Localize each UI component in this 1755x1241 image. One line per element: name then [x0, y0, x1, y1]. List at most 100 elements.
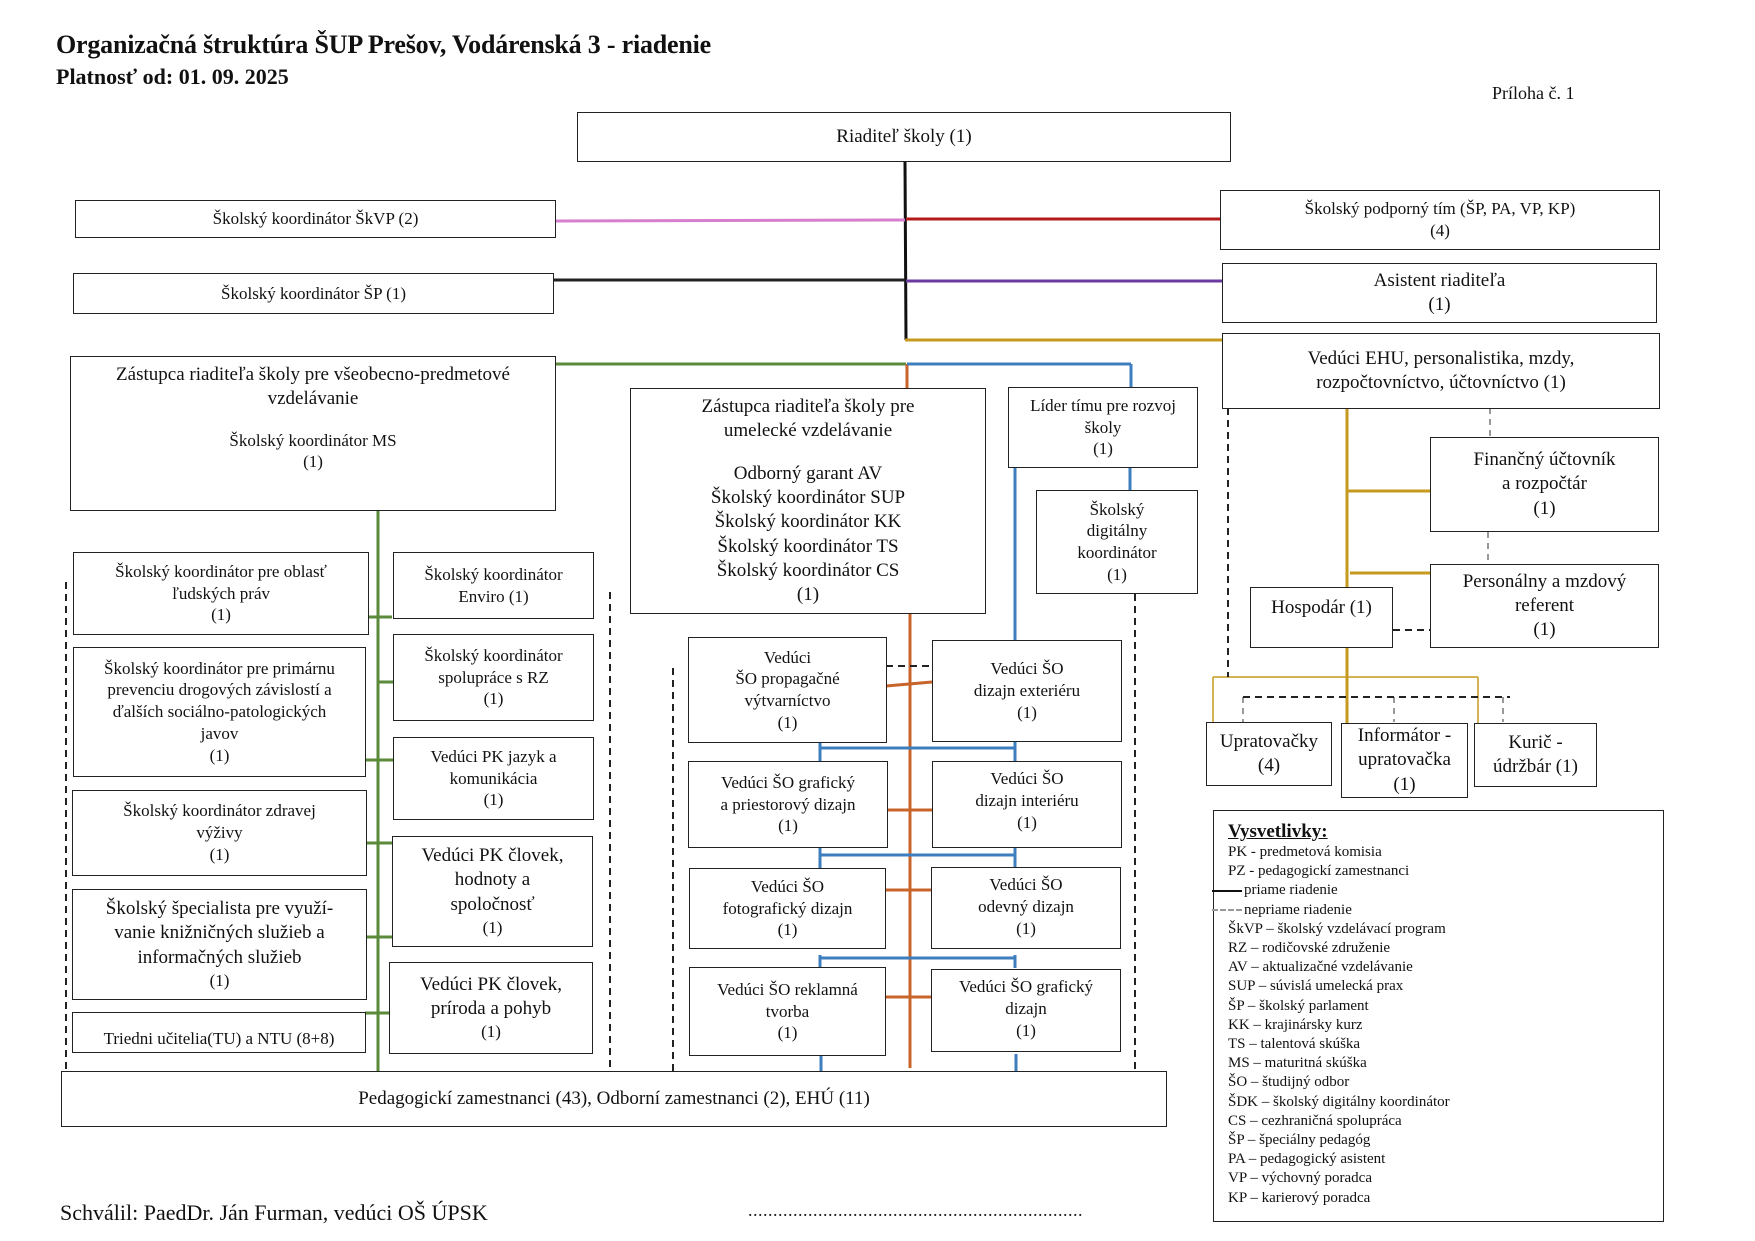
node-count: (1) [209, 745, 230, 765]
node-count: (1) [303, 452, 323, 472]
node-label: koordinátor [1077, 543, 1157, 562]
node-label: Školský špecialista pre využí- [105, 898, 334, 920]
legend-item: PZ - pedagogickí zamestnanci [1228, 863, 1410, 880]
node-art-dept: Vedúci ŠO dizajn interiéru (1) [932, 761, 1122, 848]
node-digital-coordinator: Školský digitálny koordinátor (1) [1036, 490, 1198, 594]
node-label: dizajn exteriéru [973, 681, 1081, 701]
node-stoker-maintenance: Kurič - údržbár (1) [1474, 723, 1597, 787]
node-label: Vedúci ŠO grafický [720, 772, 856, 792]
node-label: Enviro (1) [458, 586, 529, 606]
node-left-col-item: Školský koordinátor pre primárnu prevenc… [73, 647, 366, 777]
dashed-line-swatch [1212, 909, 1242, 912]
node-label: javov [200, 723, 239, 743]
node-label: spolupráce s RZ [438, 667, 549, 687]
legend-label: nepriame riadenie [1244, 901, 1352, 918]
node-label: Vedúci ŠO [990, 659, 1064, 679]
node-label: Pedagogickí zamestnanci (43), Odborní za… [358, 1087, 870, 1109]
node-info-cleaner: Informátor - upratovačka (1) [1341, 723, 1468, 798]
node-label: výživy [196, 823, 243, 843]
node-label: údržbár (1) [1493, 756, 1578, 777]
node-label: referent [1514, 594, 1575, 616]
node-label: informačných služieb [137, 946, 302, 968]
node-label: Triedni učitelia(TU) a NTU (8+8) [103, 1029, 335, 1049]
node-label: prevenciu drogových závislostí a [107, 680, 332, 700]
node-label: upratovačka [1358, 749, 1451, 771]
node-label: Vedúci [763, 647, 812, 667]
node-left-col-item: Triedni učitelia(TU) a NTU (8+8) [72, 1012, 366, 1053]
node-label: ľudských práv [171, 583, 271, 603]
node-label: Školský podporný tím (ŠP, PA, VP, KP) [1304, 199, 1576, 219]
node-left-col-item: Školský špecialista pre využí- vanie kni… [72, 889, 367, 1000]
node-label: Vedúci ŠO [989, 875, 1063, 894]
node-label: umelecké vzdelávanie [723, 420, 893, 442]
node-label: vanie knižničných služieb a [114, 922, 325, 944]
node-deputy-general: Zástupca riaditeľa školy pre všeobecno-p… [70, 356, 556, 511]
node-count: (1) [1017, 812, 1037, 832]
legend-item: ŠkVP – školský vzdelávací program [1228, 920, 1446, 937]
node-label: Školský koordinátor [424, 645, 563, 665]
node-count: (1) [482, 918, 503, 938]
node-label: rozpočtovníctvo, účtovníctvo (1) [1316, 372, 1566, 393]
node-label: Školský koordinátor pre oblasť [115, 561, 327, 581]
node-label: Školský koordinátor TS [717, 535, 899, 557]
node-label: odevný dizajn [978, 896, 1074, 916]
node-count: (1) [777, 920, 798, 940]
node-mid-col-item: Vedúci PK jazyk a komunikácia (1) [393, 737, 594, 820]
node-count: (1) [777, 1023, 798, 1043]
legend-item: RZ – rodičovské združenie [1228, 940, 1391, 957]
node-deputy-art: Zástupca riaditeľa školy pre umelecké vz… [630, 388, 986, 614]
legend-item: AV – aktualizačné vzdelávanie [1228, 959, 1413, 976]
node-art-dept: Vedúci ŠO dizajn exteriéru (1) [932, 640, 1122, 742]
legend-item: PA – pedagogický asistent [1228, 1151, 1386, 1168]
node-label: Zástupca riaditeľa školy pre [701, 396, 915, 417]
node-label: Hospodár (1) [1271, 597, 1372, 618]
node-label: Školský koordinátor MS [229, 430, 397, 450]
node-label: Školský koordinátor KK [714, 511, 902, 533]
legend-item: ŠP – školský parlament [1228, 997, 1369, 1014]
node-label: Vedúci PK jazyk a [430, 746, 557, 766]
node-label: Vedúci EHU, personalistika, mzdy, [1307, 347, 1575, 369]
node-mid-col-item: Vedúci PK človek, hodnoty a spoločnosť (… [392, 836, 593, 947]
legend-item: CS – cezhraničná spolupráca [1228, 1112, 1402, 1129]
node-count: (4) [1257, 755, 1281, 776]
node-cleaners: Upratovačky (4) [1206, 722, 1332, 786]
node-count: (1) [1533, 619, 1556, 641]
node-count: (1) [1093, 439, 1113, 459]
node-label: spoločnosť [450, 893, 535, 915]
node-label: Školský koordinátor pre primárnu [104, 658, 335, 678]
node-count: (1) [1016, 918, 1036, 938]
node-label: dizajn interiéru [975, 790, 1079, 810]
legend-heading: Vysvetlivky: [1228, 821, 1328, 842]
node-count: (1) [1533, 497, 1556, 519]
legend-item: MS – maturitná skúška [1228, 1055, 1367, 1072]
legend-item: KP – karierový poradca [1228, 1189, 1371, 1206]
node-label: Vedúci ŠO grafický [958, 977, 1094, 996]
node-label: a rozpočtár [1502, 473, 1587, 495]
node-staff-total: Pedagogickí zamestnanci (43), Odborní za… [61, 1071, 1167, 1127]
node-label: Asistent riaditeľa [1373, 269, 1506, 291]
legend-label: priame riadenie [1244, 882, 1338, 899]
node-mid-col-item: Školský koordinátor spolupráce s RZ (1) [393, 634, 594, 721]
solid-line-swatch [1212, 889, 1242, 892]
node-label: Vedúci PK človek, [420, 973, 562, 995]
line-skvp [554, 218, 906, 223]
node-label: vzdelávanie [267, 388, 359, 410]
node-count: (1) [483, 689, 504, 709]
node-art-dept: Vedúci ŠO reklamná tvorba (1) [689, 967, 886, 1056]
node-art-dept: Vedúci ŠO grafický a priestorový dizajn … [688, 761, 888, 848]
node-label: Školský koordinátor SUP [710, 486, 906, 508]
annex-label: Príloha č. 1 [1492, 83, 1575, 103]
node-label: a priestorový dizajn [720, 794, 856, 814]
node-label: Vedúci ŠO [990, 769, 1064, 788]
node-count: (1) [209, 844, 230, 864]
node-ehu-head: Vedúci EHU, personalistika, mzdy, rozpoč… [1222, 333, 1660, 409]
node-count: (1) [1393, 773, 1416, 795]
legend-item: ŠP – špeciálny pedagóg [1228, 1132, 1371, 1149]
node-label: výtvarníctvo [744, 691, 831, 710]
node-art-dept: Vedúci ŠO propagačné výtvarníctvo (1) [688, 637, 887, 743]
node-label: ŠO propagačné [735, 669, 840, 689]
node-art-dept: Vedúci ŠO grafický dizajn (1) [931, 969, 1121, 1052]
legend-item: ŠDK – školský digitálny koordinátor [1228, 1093, 1450, 1110]
node-label: fotografický dizajn [722, 898, 853, 918]
node-label: Vedúci ŠO reklamná [717, 979, 858, 999]
